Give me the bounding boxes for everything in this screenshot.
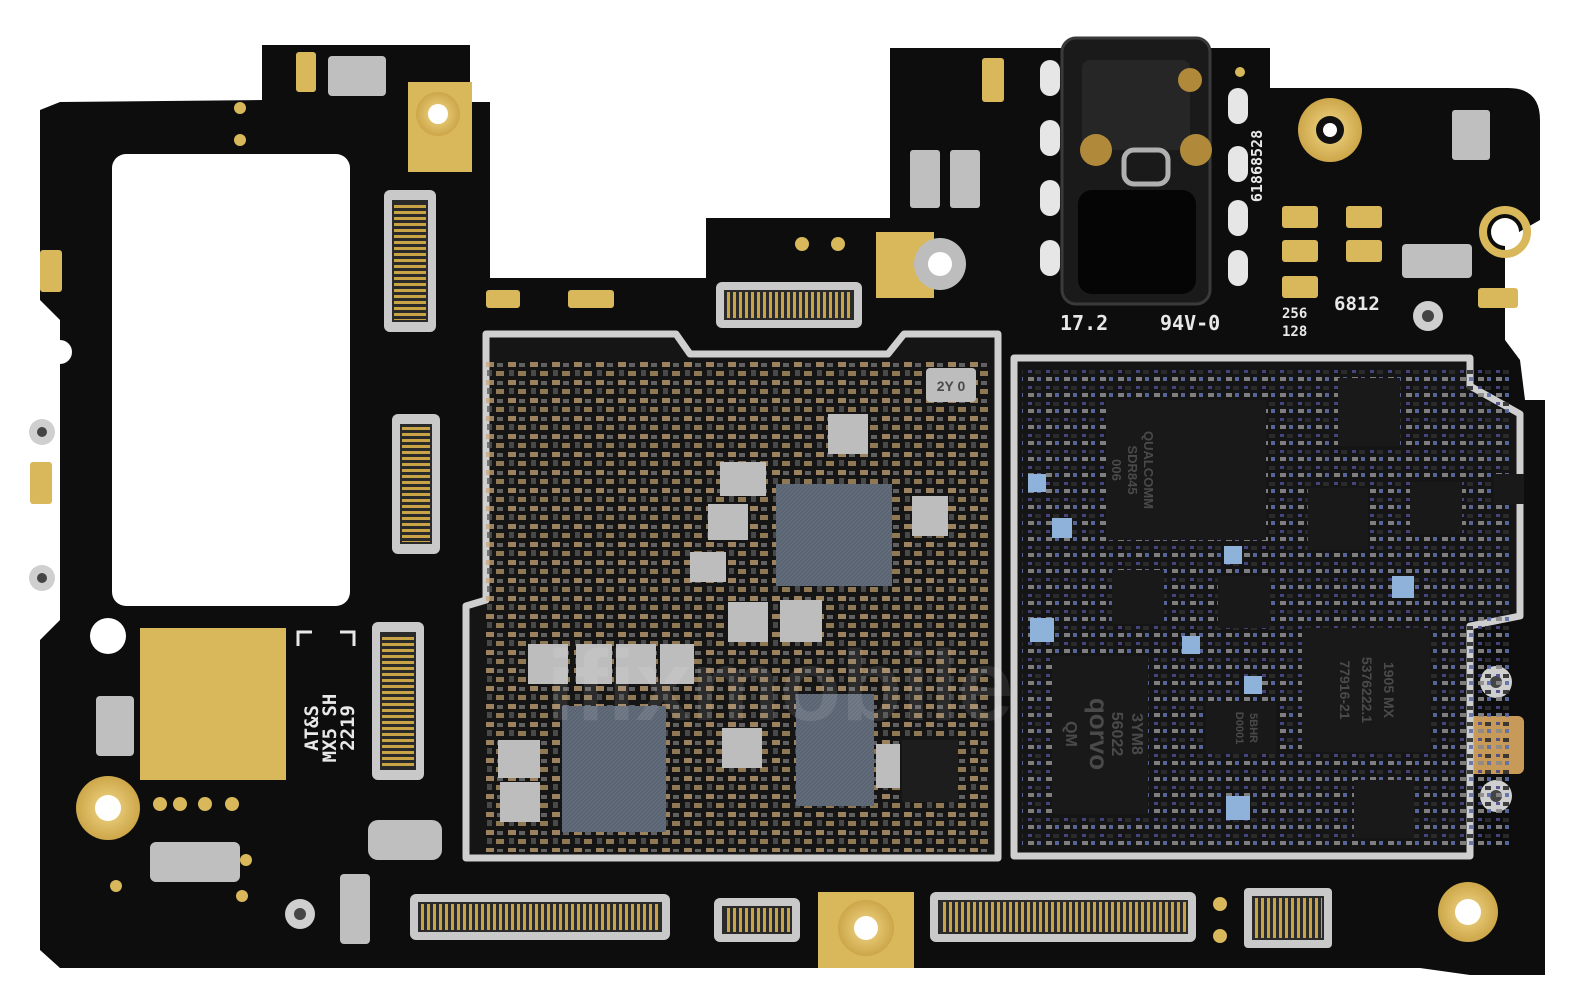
connector-left-2	[392, 414, 440, 554]
screw-hole-top-right	[1298, 98, 1362, 162]
skyworks-chip	[1302, 628, 1430, 752]
connector-left-1	[384, 190, 436, 332]
gold-pad-array	[30, 52, 1518, 504]
chip-qorvo-line1: qorvo	[1084, 698, 1114, 770]
silk-part-number: 61868528	[1248, 130, 1266, 202]
shield-can-left: 2Y 0	[462, 330, 1002, 862]
oval-pads	[1040, 60, 1248, 286]
silk-code: 6812	[1334, 293, 1380, 315]
connector-bottom-3	[930, 892, 1196, 942]
screw-hole-right	[1438, 882, 1498, 942]
connector-bottom-2	[714, 898, 800, 942]
silk-maker-line3: 2219	[337, 705, 359, 751]
chip-skyworks-line2: 5376222.1	[1359, 657, 1375, 723]
mounting-hole-left-2	[90, 618, 126, 654]
chip-qorvo-line2: QM	[1062, 721, 1079, 747]
silk-version: 17.2	[1060, 311, 1108, 335]
chip-skyworks-line3: 1905 MX	[1381, 662, 1397, 719]
chip-qualcomm-line1: QUALCOMM	[1141, 431, 1156, 509]
chip-small-line1: D0001	[1233, 712, 1245, 744]
mounting-hole-left	[48, 340, 72, 364]
audio-jack	[1060, 36, 1212, 306]
crystal	[926, 368, 976, 402]
board-cutout	[112, 154, 350, 606]
screw-hole-mid	[914, 238, 966, 290]
chip-skyworks-line1: 77916-21	[1337, 660, 1353, 719]
silk-maker-line1: AT&S	[301, 705, 323, 751]
silk-maker-line2: MX5 SH	[319, 694, 341, 763]
connector-bottom-1	[410, 894, 670, 940]
chip-qualcomm-line2: SDR845	[1125, 445, 1140, 494]
connector-left-3	[372, 622, 424, 780]
qorvo-chip	[1052, 656, 1148, 814]
shield-can-right: QUALCOMM SDR845 006 qorvo QM 56022 3YM8 …	[1010, 354, 1524, 860]
crystal-label: 2Y 0	[937, 378, 966, 394]
connector-top-center	[716, 282, 862, 328]
transceiver-chip	[1106, 400, 1266, 540]
silk-cap-bottom: 128	[1282, 324, 1307, 340]
chip-qorvo-line4: 3YM8	[1128, 713, 1145, 755]
watermark: ifixmobile	[547, 630, 1014, 742]
gold-vias	[110, 67, 1245, 943]
silk-bracket-marks	[296, 630, 356, 646]
connector-bottom-4	[1244, 888, 1332, 948]
chip-small-line2: 5BHR	[1247, 713, 1259, 743]
gold-plate-large	[140, 628, 286, 780]
silk-flammability: 94V-0	[1160, 311, 1220, 335]
silk-cap-top: 256	[1282, 306, 1307, 322]
screw-hole-top	[416, 92, 460, 136]
screw-hole-bottom	[838, 900, 894, 956]
chip-qualcomm-line3: 006	[1109, 459, 1124, 481]
chip-qorvo-line3: 56022	[1108, 712, 1125, 757]
screw-hole-left	[76, 776, 140, 840]
hook-cutout-right	[1479, 206, 1531, 258]
